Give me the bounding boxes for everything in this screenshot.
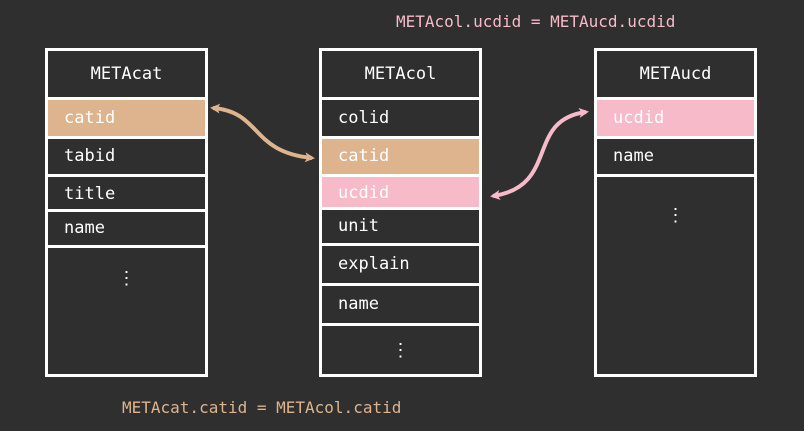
metaucd-field-name: name: [597, 136, 754, 174]
metacat-title: METAcat: [90, 63, 163, 84]
ucdid-join-caption: METAcol.ucdid = METAucd.ucdid: [396, 12, 676, 31]
metaucd-table: METAucd ucdid name ⋮: [594, 48, 757, 377]
metacol-field-explain: explain: [322, 243, 479, 283]
metacat-field-catid: catid: [48, 97, 205, 136]
metaucd-title: METAucd: [639, 63, 712, 84]
metaucd-more-ellipsis: ⋮: [597, 174, 754, 254]
metaucd-field-ucdid: ucdid: [597, 97, 754, 136]
metacol-field-name: name: [322, 283, 479, 323]
metacat-table: METAcat catid tabid title name ⋮: [45, 48, 208, 377]
metacol-field-ucdid: ucdid: [322, 174, 479, 210]
metacol-table: METAcol colid catid ucdid unit explain n…: [319, 48, 482, 377]
metacol-field-unit: unit: [322, 207, 479, 243]
metacol-field-colid: colid: [322, 97, 479, 136]
ucdid-link-arrow: [490, 107, 589, 200]
metacat-more-ellipsis: ⋮: [48, 245, 205, 309]
metacol-field-catid: catid: [322, 136, 479, 174]
metacat-field-title: title: [48, 174, 205, 212]
metacol-more-ellipsis: ⋮: [322, 323, 479, 375]
catid-link-arrow: [210, 103, 315, 163]
metacat-field-tabid: tabid: [48, 136, 205, 174]
catid-join-caption: METAcat.catid = METAcol.catid: [122, 398, 402, 417]
metacat-field-name: name: [48, 209, 205, 245]
metacol-title: METAcol: [364, 63, 437, 84]
